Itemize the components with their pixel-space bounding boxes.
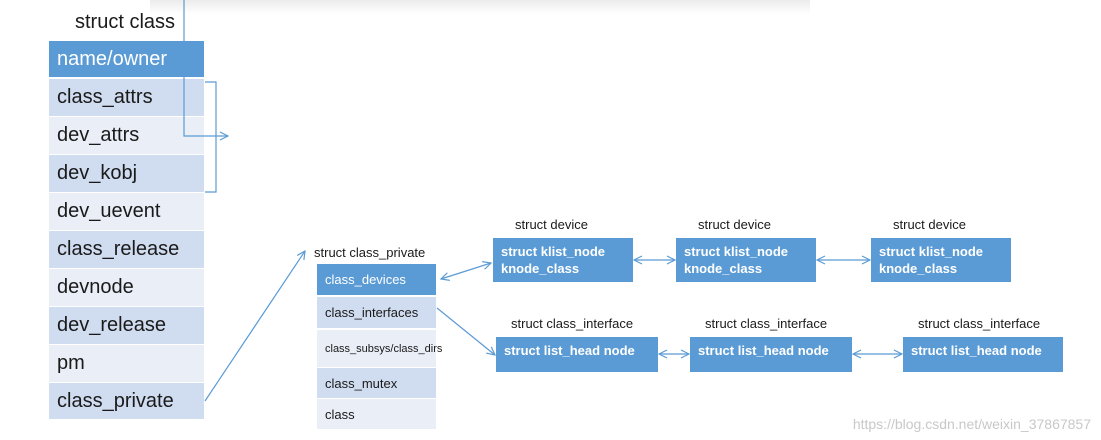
field-dev-release: dev_release bbox=[49, 307, 204, 344]
class-devices-arrow bbox=[441, 263, 491, 279]
class-private-arrow bbox=[204, 251, 305, 402]
device-1-node: struct klist_node knode_class bbox=[493, 238, 633, 282]
field-class-subsys-dirs: class_subsys/class_dirs bbox=[317, 330, 442, 367]
field-class-mutex: class_mutex bbox=[317, 368, 436, 398]
brace-bracket bbox=[205, 81, 217, 193]
device-2-klist-node: struct klist_node bbox=[684, 244, 789, 259]
kobj-pointer-line bbox=[183, 0, 228, 136]
field-dev-uevent: dev_uevent bbox=[49, 193, 204, 230]
interface-3-title: struct class_interface bbox=[918, 316, 1041, 331]
device-1-title: struct device bbox=[515, 217, 588, 232]
field-class-release: class_release bbox=[49, 231, 204, 268]
field-dev-kobj: dev_kobj bbox=[49, 155, 204, 192]
device-2-title: struct device bbox=[698, 217, 771, 232]
interface-1-node: struct list_head node bbox=[496, 337, 658, 372]
field-class-devices: class_devices bbox=[317, 264, 436, 295]
interface-2-title: struct class_interface bbox=[705, 316, 828, 331]
field-class-interfaces: class_interfaces bbox=[317, 297, 436, 328]
device-1-knode-class: knode_class bbox=[501, 261, 580, 276]
class-interfaces-arrow bbox=[436, 307, 495, 355]
interface-1-title: struct class_interface bbox=[511, 316, 634, 331]
interface-3-node: struct list_head node bbox=[903, 337, 1063, 372]
field-class-private: class_private bbox=[49, 383, 204, 419]
device-1-klist-node: struct klist_node bbox=[501, 244, 606, 259]
device-2-node: struct klist_node knode_class bbox=[676, 238, 816, 282]
device-2-knode-class: knode_class bbox=[684, 261, 763, 276]
interface-2-node: struct list_head node bbox=[690, 337, 852, 372]
field-class: class bbox=[317, 399, 436, 429]
struct-class-title: struct class bbox=[75, 11, 176, 33]
device-3-title: struct device bbox=[893, 217, 966, 232]
device-3-knode-class: knode_class bbox=[879, 261, 958, 276]
struct-class-private-title: struct class_private bbox=[314, 245, 426, 260]
top-shadow bbox=[150, 0, 810, 14]
field-dev-attrs: dev_attrs bbox=[49, 117, 204, 154]
device-3-node: struct klist_node knode_class bbox=[871, 238, 1011, 282]
field-name-owner: name/owner bbox=[49, 41, 204, 77]
watermark: https://blog.csdn.net/weixin_37867857 bbox=[852, 416, 1091, 432]
field-class-attrs: class_attrs bbox=[49, 79, 204, 116]
field-pm: pm bbox=[49, 345, 204, 382]
device-3-klist-node: struct klist_node bbox=[879, 244, 984, 259]
field-devnode: devnode bbox=[49, 269, 204, 306]
